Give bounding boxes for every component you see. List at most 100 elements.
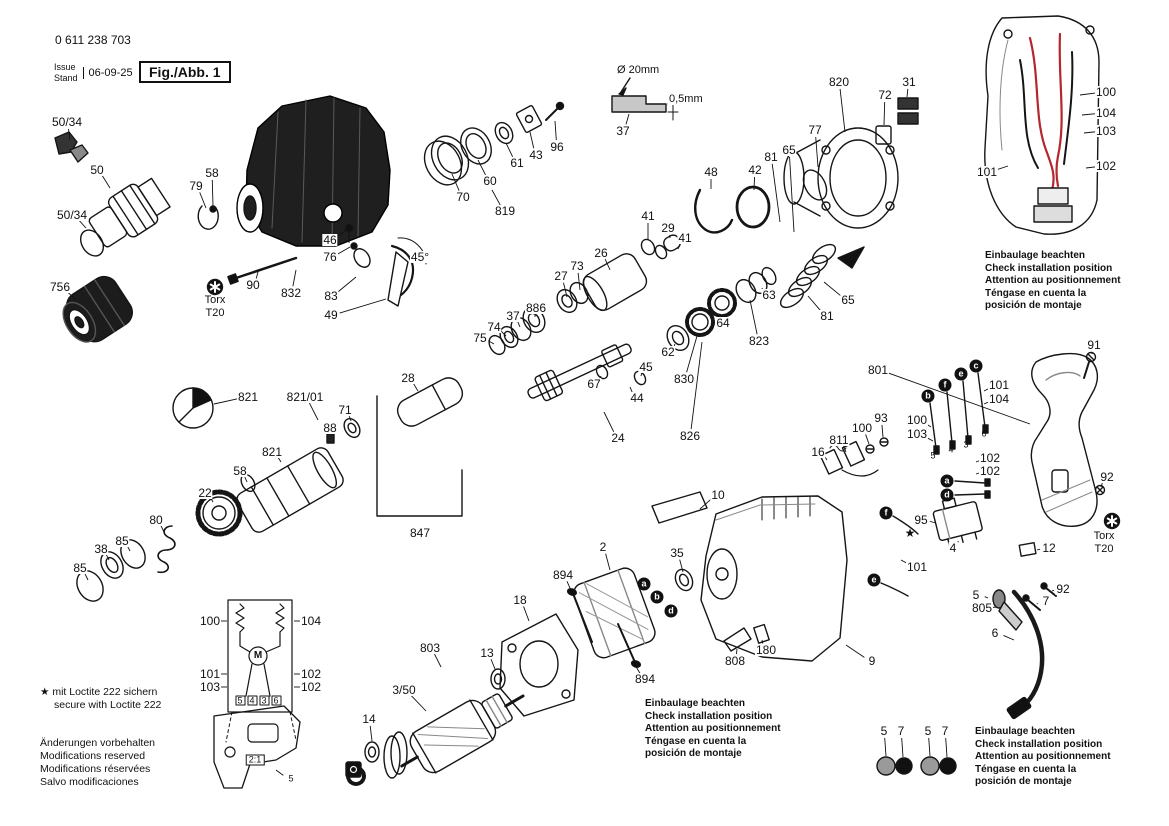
part-callout-45: 45 xyxy=(638,360,654,374)
torx-label: Torx xyxy=(1093,530,1115,542)
motor-housing-drawing xyxy=(651,491,848,662)
part-callout-79: 79 xyxy=(188,179,204,193)
part-callout-10: 10 xyxy=(710,488,726,502)
part-callout-103: 103 xyxy=(1094,124,1118,138)
part-callout-101: 101 xyxy=(987,378,1011,392)
gear-housing-drawing xyxy=(236,95,391,250)
part-callout-101: 101 xyxy=(975,165,999,179)
part-callout-93: 93 xyxy=(873,411,889,425)
part-callout-28: 28 xyxy=(400,371,416,385)
part-callout-67: 67 xyxy=(586,377,602,391)
part-callout-5: 5 xyxy=(288,773,294,784)
part-callout-830: 830 xyxy=(672,372,696,386)
part-callout-808: 808 xyxy=(723,654,747,668)
part-callout-7: 7 xyxy=(1041,594,1051,608)
part-callout-50-34: 50/34 xyxy=(50,115,84,129)
stand-label: Stand xyxy=(54,73,78,84)
striker-drawing xyxy=(326,377,464,444)
armature-drawing xyxy=(345,668,525,786)
part-callout-826: 826 xyxy=(678,429,702,443)
part-callout-48: 48 xyxy=(703,165,719,179)
part-callout-104: 104 xyxy=(987,392,1011,406)
part-callout-805: 805 xyxy=(970,601,994,615)
part-callout-2: 2 xyxy=(598,540,608,554)
part-callout-5: 5 xyxy=(923,724,933,738)
part-callout-6: 6 xyxy=(273,695,279,706)
install-note-bottom-right: Einbaulage beachten Check installation p… xyxy=(975,726,1111,787)
part-callout-74: 74 xyxy=(486,320,502,334)
part-callout-821: 821 xyxy=(236,390,260,404)
part-callout-72: 72 xyxy=(877,88,893,102)
part-callout-46: 46 xyxy=(322,233,338,247)
clutch-gear-stack-drawing xyxy=(666,266,777,352)
part-callout-35: 35 xyxy=(669,546,685,560)
part-callout-4: 4 xyxy=(249,695,255,706)
issue-date: 06-09-25 xyxy=(82,67,133,80)
part-callout-102: 102 xyxy=(978,464,1002,478)
part-callout-847: 847 xyxy=(408,526,432,540)
part-callout-102: 102 xyxy=(1094,159,1118,173)
torx-size-label: T20 xyxy=(1094,542,1114,555)
spring-set-drawing xyxy=(779,243,865,309)
part-callout-811: 811 xyxy=(828,433,850,447)
part-callout-894: 894 xyxy=(633,672,657,686)
part-callout-38: 38 xyxy=(93,542,109,556)
revision-note: Änderungen vorbehalten Modifications res… xyxy=(40,737,156,789)
thickness-dimension-label: 0,5mm xyxy=(668,93,704,105)
part-callout-102: 102 xyxy=(978,451,1002,465)
direction-arrow xyxy=(837,246,865,269)
part-callout-2-1: 2:1 xyxy=(245,754,265,766)
part-callout-50-34: 50/34 xyxy=(55,208,89,222)
part-callout-37: 37 xyxy=(505,309,521,323)
part-callout-832: 832 xyxy=(279,286,303,300)
circled-letter-d: d xyxy=(940,488,954,502)
part-callout-91: 91 xyxy=(1086,338,1102,352)
part-callout-65: 65 xyxy=(840,293,856,307)
switch-drawing xyxy=(932,497,1037,557)
part-callout-104: 104 xyxy=(1094,106,1118,120)
part-callout-58: 58 xyxy=(232,464,248,478)
part-callout-65: 65 xyxy=(781,143,797,157)
part-callout-29: 29 xyxy=(660,221,676,235)
switch-schematic-drawing xyxy=(213,599,301,789)
part-callout-77: 77 xyxy=(807,123,823,137)
torx-note-right: Torx T20 xyxy=(1084,530,1124,555)
part-callout-100: 100 xyxy=(905,413,929,427)
part-callout-49: 49 xyxy=(323,308,339,322)
part-callout-5: 5 xyxy=(930,450,936,461)
part-callout-5: 5 xyxy=(879,724,889,738)
clip-oring-drawing xyxy=(694,169,828,234)
part-callout-58: 58 xyxy=(204,166,220,180)
part-callout-76: 76 xyxy=(322,250,338,264)
part-callout-43: 43 xyxy=(528,148,544,162)
torx-label: Torx xyxy=(204,294,226,306)
torx-note-left: Torx T20 xyxy=(195,294,235,319)
part-callout-42: 42 xyxy=(747,163,763,177)
part-callout-5: 5 xyxy=(237,695,243,706)
circled-letter-b: b xyxy=(921,389,935,403)
part-callout-180: 180 xyxy=(754,643,778,657)
part-callout-12: 12 xyxy=(1041,541,1057,555)
handle-drawing xyxy=(1030,352,1099,527)
issue-stand-block: Issue Stand 06-09-25 xyxy=(54,62,133,85)
part-callout-801: 801 xyxy=(866,363,890,377)
part-callout-100: 100 xyxy=(198,614,222,628)
part-callout-92: 92 xyxy=(1099,470,1115,484)
part-callout-63: 63 xyxy=(761,288,777,302)
part-callout-9: 9 xyxy=(867,654,877,668)
part-callout-88: 88 xyxy=(322,421,338,435)
circled-letter-f: f xyxy=(938,378,952,392)
diameter-dimension-label: Ø 20mm xyxy=(616,64,661,76)
part-callout-41: 41 xyxy=(640,209,656,223)
part-callout-92: 92 xyxy=(1055,582,1071,596)
part-callout-62: 62 xyxy=(660,345,676,359)
part-callout-71: 71 xyxy=(337,403,353,417)
part-callout-103: 103 xyxy=(905,427,929,441)
part-callout-96: 96 xyxy=(549,140,565,154)
section-icon xyxy=(172,387,214,429)
torx-size-label: T20 xyxy=(205,306,225,319)
circled-letter-a: a xyxy=(940,474,954,488)
part-callout-83: 83 xyxy=(323,289,339,303)
part-callout-80: 80 xyxy=(148,513,164,527)
part-callout-7: 7 xyxy=(940,724,950,738)
